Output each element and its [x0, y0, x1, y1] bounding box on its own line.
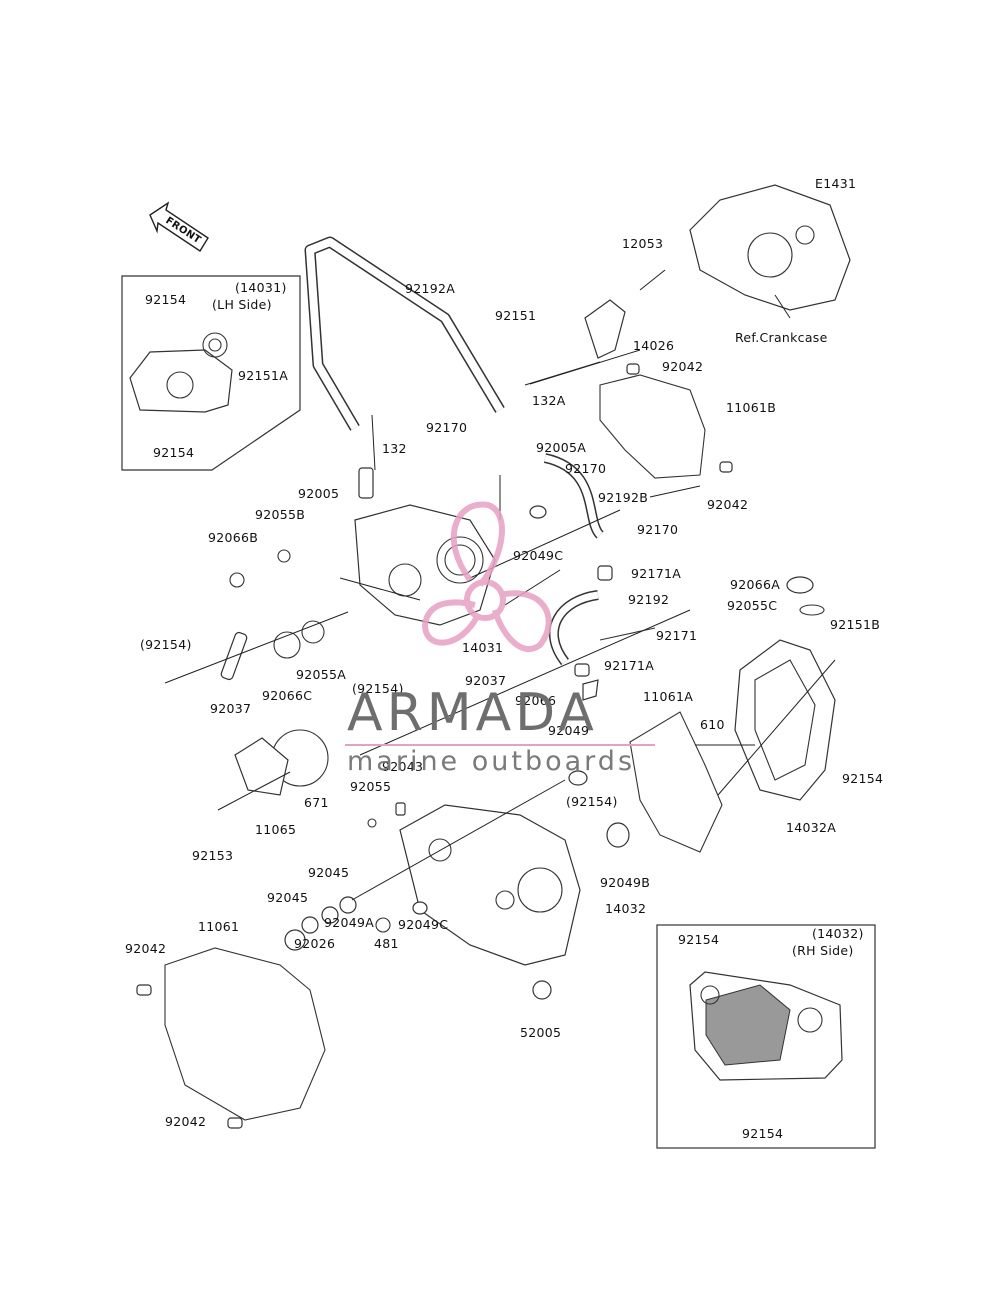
- part-labels: 92154 92151A 92154 92192A 12053 92151 14…: [125, 236, 883, 1141]
- crankcase-ref-part: Ref.Crankcase: [689, 184, 851, 345]
- part-label: 11061A: [643, 689, 693, 704]
- cover-11065: [234, 737, 289, 796]
- part-label: 14031: [462, 640, 503, 655]
- inset-lh-ref: (14031): [235, 280, 287, 295]
- part-label: 92037: [210, 701, 251, 716]
- part-label: (92154): [352, 681, 404, 696]
- part-label: 92154: [145, 292, 186, 307]
- propeller-logo-icon: [421, 501, 552, 653]
- clutch-cover-14032a: [734, 639, 836, 801]
- part-label: 92049A: [324, 915, 374, 930]
- part-label: 92154: [153, 445, 194, 460]
- part-label: 11065: [255, 822, 296, 837]
- part-label: 92055C: [727, 598, 777, 613]
- part-label: 92043: [382, 759, 423, 774]
- inset-lh-side-label: (LH Side): [212, 297, 272, 312]
- part-label: 92005A: [536, 440, 586, 455]
- leader-lines: [164, 349, 836, 901]
- part-label: 132A: [532, 393, 566, 408]
- part-label: 92170: [565, 461, 606, 476]
- part-label: 92171: [656, 628, 697, 643]
- part-label: 92066C: [262, 688, 312, 703]
- diagram-code: E1431: [815, 176, 856, 191]
- part-label: 92151: [495, 308, 536, 323]
- part-label: 92151A: [238, 368, 288, 383]
- part-label: 92026: [294, 936, 335, 951]
- gasket-11061b: [599, 374, 706, 479]
- part-label: 610: [700, 717, 725, 732]
- part-label: 92049B: [600, 875, 650, 890]
- part-label: 11061: [198, 919, 239, 934]
- watermark-brand: ARMADA: [347, 683, 598, 743]
- part-label: 92049C: [398, 917, 448, 932]
- left-cover-14031: [354, 504, 496, 626]
- part-label: 92170: [637, 522, 678, 537]
- part-label: 11061B: [726, 400, 776, 415]
- part-label: 92154: [842, 771, 883, 786]
- gasket-11061a: [629, 711, 723, 853]
- part-label: (92154): [140, 637, 192, 652]
- part-label: 92045: [308, 865, 349, 880]
- ref-crankcase-label: Ref.Crankcase: [735, 330, 828, 345]
- part-label: 92170: [426, 420, 467, 435]
- gasket-11061: [164, 947, 326, 1121]
- bracket-14026: [584, 299, 626, 359]
- part-label: 92154: [742, 1126, 783, 1141]
- part-label: 92055B: [255, 507, 305, 522]
- part-label: 14032: [605, 901, 646, 916]
- part-label: 92055: [350, 779, 391, 794]
- watermark: ARMADA marine outboards: [345, 501, 655, 777]
- part-label: 92042: [662, 359, 703, 374]
- part-label: 92049C: [513, 548, 563, 563]
- part-label: 92005: [298, 486, 339, 501]
- part-label: 92049: [548, 723, 589, 738]
- inset-rh-ref: (14032): [812, 926, 864, 941]
- part-label: 92192A: [405, 281, 455, 296]
- part-label: 52005: [520, 1025, 561, 1040]
- part-label: 92042: [165, 1114, 206, 1129]
- part-label: 92055A: [296, 667, 346, 682]
- part-label: 92192: [628, 592, 669, 607]
- part-label: 92192B: [598, 490, 648, 505]
- small-parts: [136, 363, 825, 1129]
- part-label: 92171A: [631, 566, 681, 581]
- part-label: 92037: [465, 673, 506, 688]
- crankcase-cover-14032: [399, 804, 581, 966]
- part-label: 671: [304, 795, 329, 810]
- part-label: (92154): [566, 794, 618, 809]
- inset-lh-side: (14031) (LH Side): [121, 275, 301, 471]
- watermark-tagline: marine outboards: [347, 746, 635, 777]
- inset-rh-side: (14032) (RH Side): [656, 924, 876, 1149]
- part-label: 92045: [267, 890, 308, 905]
- part-label: 92066B: [208, 530, 258, 545]
- part-label: 14032A: [786, 820, 836, 835]
- part-label: 12053: [622, 236, 663, 251]
- part-label: 92171A: [604, 658, 654, 673]
- part-label: 14026: [633, 338, 674, 353]
- part-label: 132: [382, 441, 407, 456]
- part-label: 92151B: [830, 617, 880, 632]
- part-label: 92066A: [730, 577, 780, 592]
- part-label: 92042: [707, 497, 748, 512]
- part-label: 481: [374, 936, 399, 951]
- part-label: 92153: [192, 848, 233, 863]
- part-label: 92066: [515, 693, 556, 708]
- front-arrow-icon: FRONT: [149, 201, 209, 252]
- inset-rh-side-label: (RH Side): [792, 943, 854, 958]
- part-label: 92154: [678, 932, 719, 947]
- part-label: 92042: [125, 941, 166, 956]
